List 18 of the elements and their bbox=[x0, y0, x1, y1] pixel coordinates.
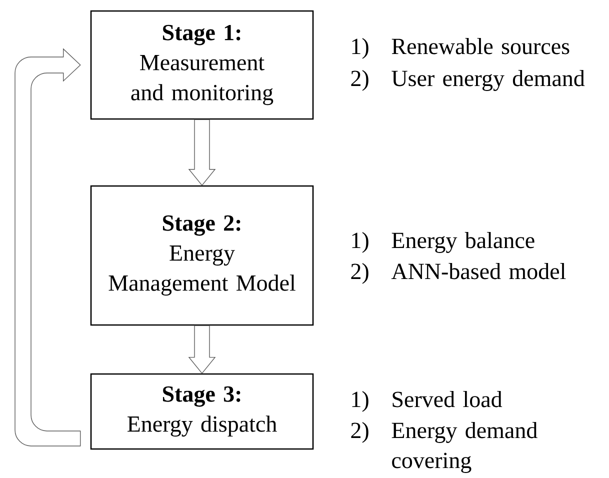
stage-box: Stage 2: Energy Management Model bbox=[90, 185, 314, 326]
list-item: Energy balance bbox=[392, 232, 534, 253]
list-item: ANN-based model bbox=[391, 263, 566, 280]
list-item: User energy demand bbox=[392, 70, 585, 91]
list-number: 1) bbox=[352, 232, 368, 253]
list-number: 1) bbox=[352, 38, 368, 59]
list-number: 2) bbox=[351, 422, 368, 443]
list-item: Energy demand covering bbox=[392, 422, 538, 473]
list-item: Served load bbox=[392, 391, 502, 408]
feedback-arrow bbox=[14, 48, 81, 446]
hollow-arrow bbox=[188, 119, 216, 186]
hollow-arrow bbox=[188, 325, 216, 374]
stage-box: Stage 1: Measurement and monitoring bbox=[90, 10, 314, 120]
list-item: Renewable sources bbox=[392, 38, 570, 54]
stage-box: Stage 3: Energy dispatch bbox=[90, 373, 314, 450]
list-number: 1) bbox=[352, 391, 368, 412]
list-number: 2) bbox=[351, 263, 368, 284]
list-number: 2) bbox=[351, 70, 368, 91]
